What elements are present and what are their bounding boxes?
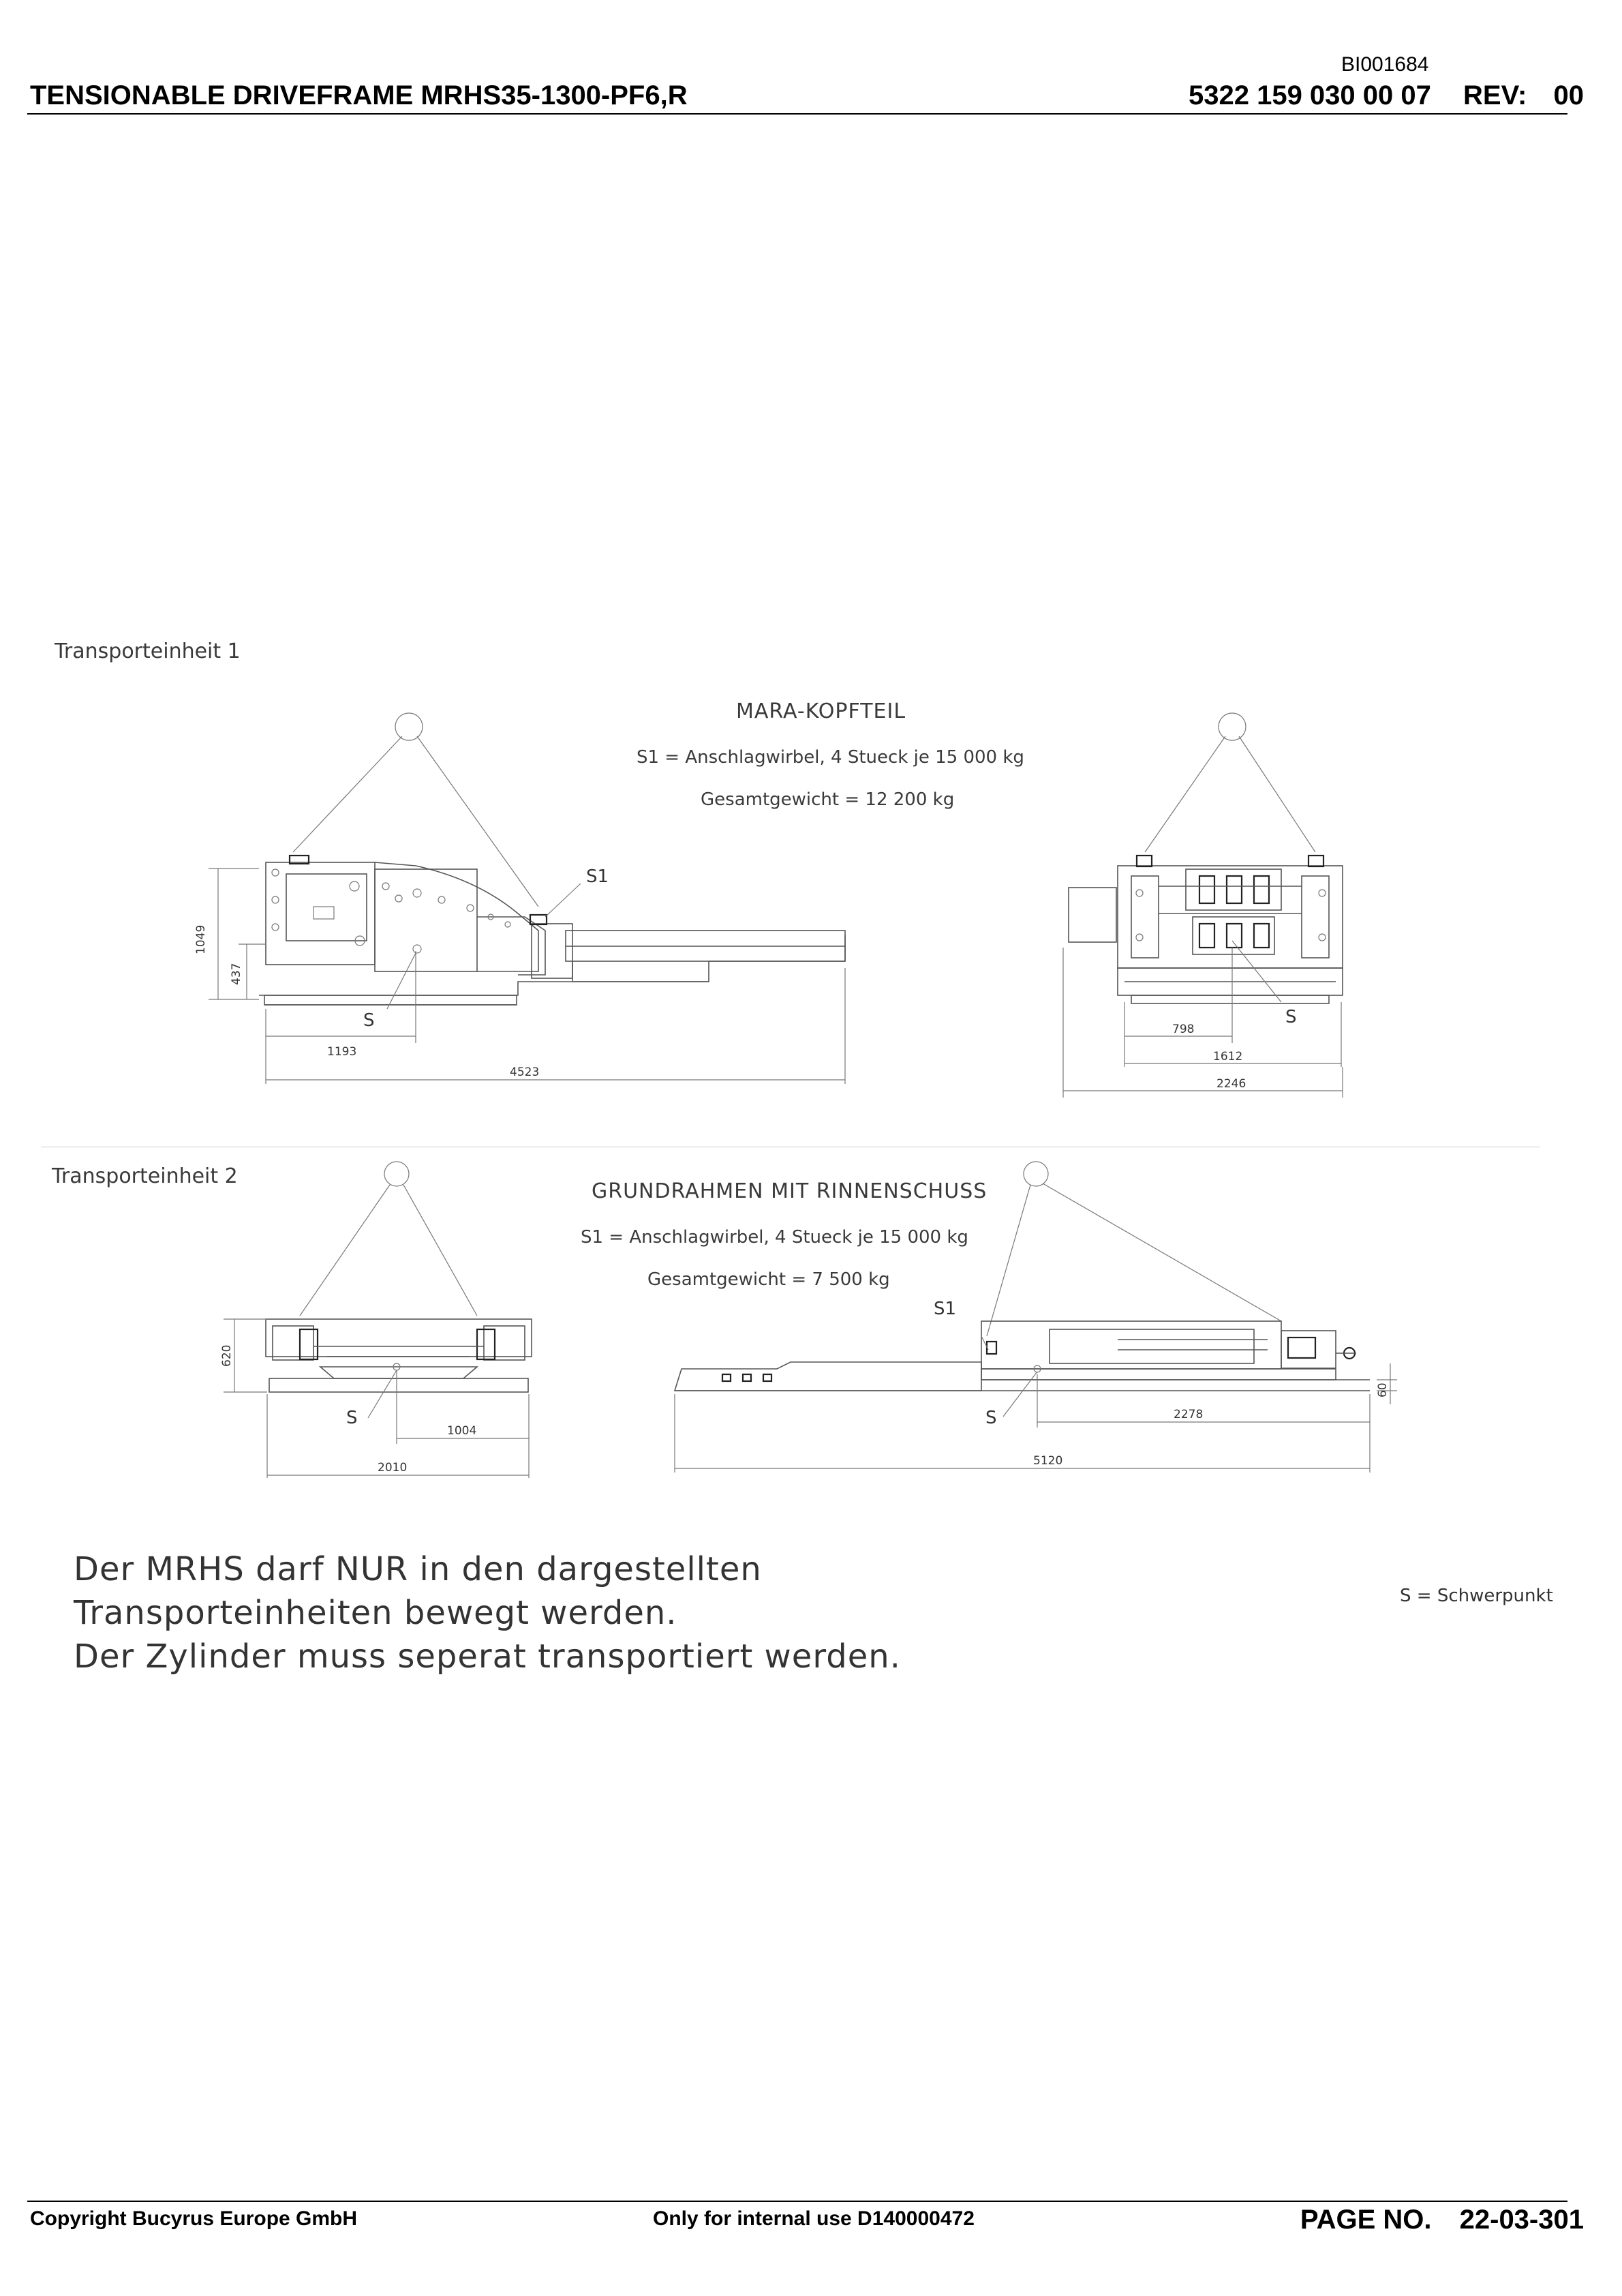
footer-page-number: PAGE NO. 22-03-301 [1300,2205,1584,2235]
unit1-lifting-note: S1 = Anschlagwirbel, 4 Stueck je 15 000 … [637,747,1024,768]
unit1-drawing: 1049 437 1193 4523 S S1 [194,712,1343,1098]
unit2-side-view: S1 S 2278 5120 60 [673,1161,1397,1472]
unit2-dim-length: 5120 [1033,1454,1062,1468]
cg-legend: S = Schwerpunkt [1400,1586,1553,1606]
unit1-dim-cg-height: 437 [230,963,243,985]
unit2-dim-offset: 60 [1376,1383,1390,1398]
notice-line-2: Transporteinheiten bewegt werden. [74,1594,677,1632]
part-number-value: 5322 159 030 00 07 [1188,80,1431,110]
unit1-front-cg-marker: S [1285,1007,1297,1027]
document-title: TENSIONABLE DRIVEFRAME MRHS35-1300-PF6,R [30,80,688,110]
footer-copyright: Copyright Bucyrus Europe GmbH [30,2207,358,2230]
unit1-front-view: S 798 1612 2246 [1062,712,1343,1098]
unit2-dim-cg-x: 1004 [447,1424,476,1438]
unit2-front-view: 620 S 1004 2010 [220,1161,532,1478]
doc-code: BI001684 [1341,53,1429,76]
header-rule [27,113,1567,115]
unit1-dim-front-cg: 798 [1172,1023,1194,1036]
transport-notice: Der MRHS darf NUR in den dargestellten T… [74,1547,901,1678]
unit1-dim-height: 1049 [194,925,208,954]
footer-internal-use: Only for internal use D140000472 [653,2207,975,2230]
unit2-label: Transporteinheit 2 [52,1164,238,1188]
unit1-dim-cg-x: 1193 [327,1045,356,1059]
notice-line-3: Der Zylinder muss seperat transportiert … [74,1637,901,1676]
unit2-s1-marker: S1 [934,1299,956,1319]
part-number: 5322 159 030 00 07 REV: 00 [1189,80,1584,111]
unit1-dim-front-inner: 1612 [1213,1050,1242,1063]
unit2-dim-width: 2010 [378,1461,407,1475]
unit2-drawing: 620 S 1004 2010 S1 S [220,1161,1397,1478]
rev-value: 00 [1553,80,1585,110]
page-value: 22-03-301 [1459,2205,1584,2235]
footer-rule [27,2201,1567,2202]
unit1-name: MARA-KOPFTEIL [736,699,906,723]
unit2-dim-height: 620 [220,1345,234,1367]
unit1-s1-marker: S1 [586,866,609,887]
unit2-dim-cg-right: 2278 [1174,1408,1203,1421]
page-label: PAGE NO. [1300,2205,1432,2235]
unit1-total-weight: Gesamtgewicht = 12 200 kg [701,789,955,810]
notice-line-1: Der MRHS darf NUR in den dargestellten [74,1550,762,1588]
unit1-side-view: 1049 437 1193 4523 S S1 [194,712,846,1084]
unit1-dim-length: 4523 [510,1066,539,1079]
unit1-label: Transporteinheit 1 [55,639,241,663]
unit2-name: GRUNDRAHMEN MIT RINNENSCHUSS [592,1179,988,1203]
rev-label: REV: [1463,80,1527,110]
unit2-total-weight: Gesamtgewicht = 7 500 kg [647,1269,890,1290]
unit1-dim-front-width: 2246 [1216,1077,1246,1091]
unit2-side-cg-marker: S [985,1408,997,1428]
unit2-cg-marker: S [346,1408,358,1428]
unit2-lifting-note: S1 = Anschlagwirbel, 4 Stueck je 15 000 … [581,1227,968,1248]
unit1-cg-marker: S [363,1010,375,1031]
